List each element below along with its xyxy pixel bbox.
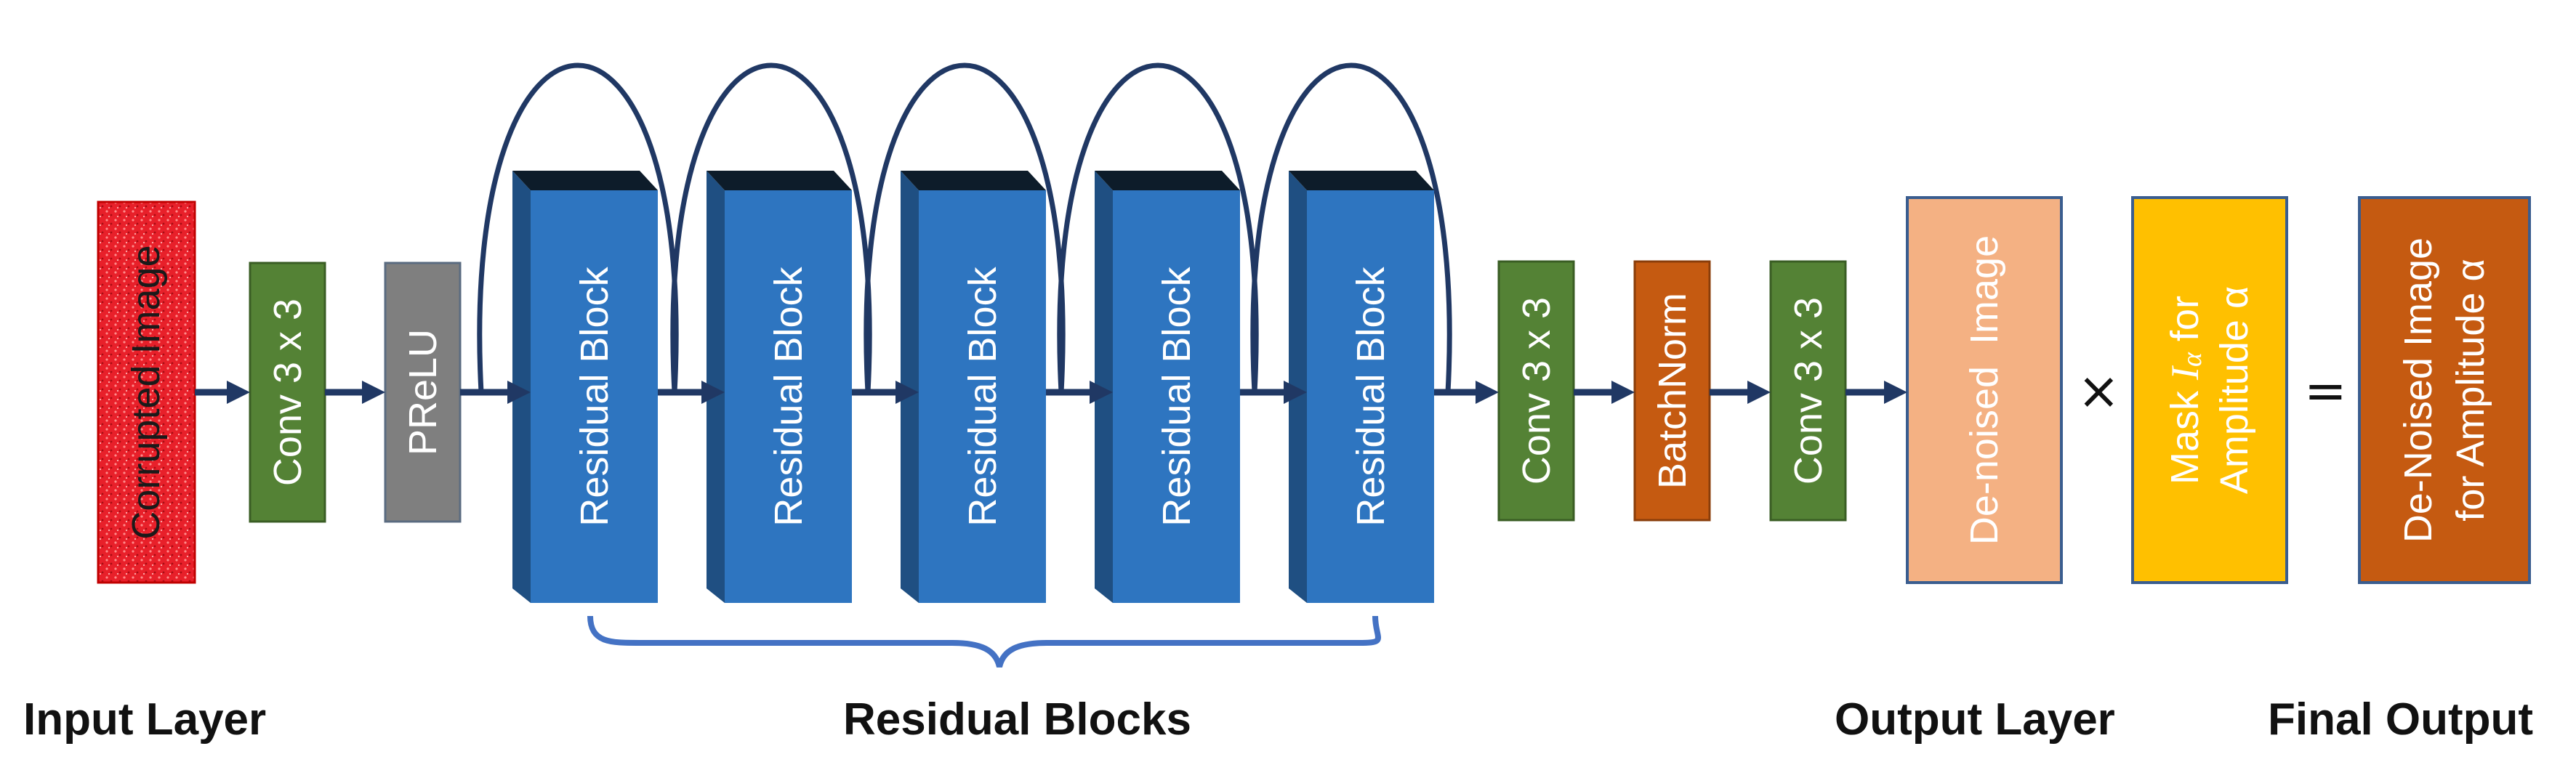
conv3-block: Conv 3 x 3: [1769, 260, 1847, 522]
skip-arc-4: [1057, 62, 1259, 393]
residual-block-1: Residual Block: [512, 171, 658, 603]
equals-operator: =: [2304, 361, 2347, 421]
conv2-block: Conv 3 x 3: [1497, 260, 1575, 522]
conv3-label: Conv 3 x 3: [1787, 297, 1830, 485]
residual-block-3-label: Residual Block: [961, 266, 1005, 526]
mask-block: Mask Iα for Amplitude α: [2131, 196, 2288, 584]
skip-connections: [477, 62, 1452, 393]
final-output-block: De-Noised Image for Amplitude α: [2358, 196, 2531, 584]
arrow-conv2-batchnorm: [1574, 381, 1635, 404]
arrow-res5-conv2: [1434, 381, 1499, 404]
arrow-prelu-res1: [460, 381, 531, 404]
output-layer-label: Output Layer: [1835, 694, 2115, 745]
denoised-image-block: De-noised Image: [1906, 196, 2063, 584]
corrupted-image-label: Corrupted Image: [124, 245, 168, 539]
multiply-operator: ×: [2077, 361, 2120, 421]
residual-blocks-brace: [587, 615, 1381, 668]
residual-block-5-label: Residual Block: [1349, 266, 1393, 526]
forward-arrows: [195, 381, 1907, 404]
corrupted-image-block: Corrupted Image: [97, 200, 196, 584]
residual-block-3: Residual Block: [901, 171, 1046, 603]
input-layer-label: Input Layer: [23, 694, 267, 745]
batchnorm-label: BatchNorm: [1651, 293, 1694, 489]
residual-block-4-label: Residual Block: [1155, 266, 1199, 526]
mask-label-line1: Mask Iα for: [2163, 296, 2207, 485]
residual-blocks-label: Residual Blocks: [843, 694, 1191, 745]
residual-block-5: Residual Block: [1289, 171, 1434, 603]
skip-arc-2: [670, 62, 872, 393]
arrow-res1-res2: [658, 381, 725, 404]
prelu-block: PReLU: [384, 262, 462, 523]
arrow-conv1-prelu: [325, 381, 385, 404]
arrow-input-conv1: [195, 381, 250, 404]
residual-block-1-label: Residual Block: [573, 266, 616, 526]
arrow-batchnorm-conv3: [1710, 381, 1771, 404]
conv1-block: Conv 3 x 3: [249, 262, 326, 523]
final-output-label: Final Output: [2268, 694, 2534, 745]
skip-arc-1: [477, 62, 679, 393]
residual-block-4: Residual Block: [1095, 171, 1240, 603]
skip-arc-5: [1250, 62, 1452, 393]
mask-label-line2: Amplitude α: [2213, 286, 2256, 494]
conv2-label: Conv 3 x 3: [1515, 297, 1558, 485]
skip-arc-3: [864, 62, 1066, 393]
prelu-label: PReLU: [401, 329, 445, 455]
conv1-label: Conv 3 x 3: [266, 299, 310, 486]
denoised-image-label: De-noised Image: [1963, 235, 2006, 545]
residual-block-2-label: Residual Block: [767, 266, 810, 526]
arrow-res4-res5: [1240, 381, 1307, 404]
arrow-conv3-denoised: [1846, 381, 1907, 404]
arrow-res2-res3: [852, 381, 919, 404]
final-label-line1: De-Noised Image: [2396, 238, 2440, 543]
residual-block-2: Residual Block: [707, 171, 852, 603]
arrow-res3-res4: [1046, 381, 1113, 404]
final-label-line2: for Amplitude α: [2449, 259, 2492, 521]
batchnorm-block: BatchNorm: [1633, 260, 1711, 522]
